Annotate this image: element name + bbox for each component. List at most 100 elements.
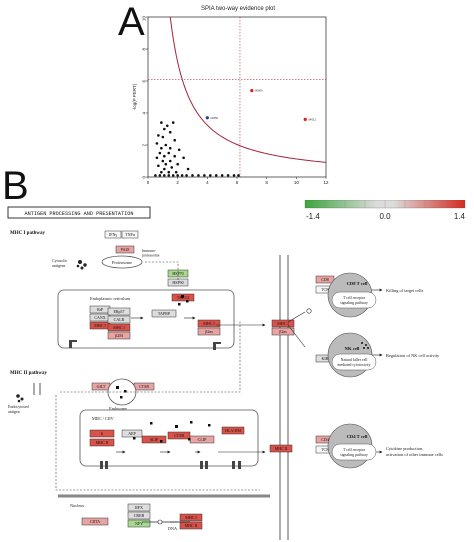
data-point [163,174,166,177]
tcr-cd8-box-label: TCR [321,287,329,292]
legend-min: -1.4 [306,212,320,221]
data-point [167,170,171,174]
hsp90-box: HSP90 [167,278,189,287]
mhc1-surface-box-label: MHC I [203,321,215,326]
erp57-box-label: ERp57 [113,309,124,314]
ctsb-miic-box: CTSB [167,431,191,440]
tnf-alpha-box: TNFα [121,230,139,239]
data-point [160,121,163,124]
panel-letter-b: B [2,164,29,208]
cd8-box-label: CD8 [321,277,329,282]
data-point [161,159,165,163]
hla-dm-box: HLA-DM [221,426,245,435]
cytokine-line1: Cytokine production, [386,446,423,452]
miic-label: MIIC / CIIV [92,416,115,421]
bip-box: BiP [89,305,111,314]
data-point [155,142,159,145]
data-point [168,130,172,134]
tcr-cd4-box-label: TCR [321,447,329,452]
hla-dm-box-label: HLA-DM [225,428,241,433]
mhc2-gene-box: MHC II [179,521,203,530]
data-point [197,174,200,177]
y-tick-label: 8 [142,48,147,51]
tapbp-box-label: TAPBP [158,311,171,316]
gilt-box: GILT [91,382,111,391]
b2m-membrane-box: β2m [271,327,295,336]
cd4-cell-label: CD4 T cell [347,434,368,439]
er-compartment [57,289,235,349]
x-tick-label: 12 [323,180,329,185]
pathway-title-box [7,206,151,219]
gilt-box-label: GILT [97,384,106,389]
x-tick-label: 4 [206,180,209,185]
mhc1-surface-box: MHC I [197,319,221,328]
creb-box-label: CREB [134,513,145,518]
immunoproteasome-label: Immuno-proteasome [142,249,160,258]
endosome [107,378,137,406]
cd4-t-cell [327,423,377,469]
b2m-membrane-box-label: β2m [279,329,287,334]
mhc1-gene-box: MHC I [179,513,203,522]
cytokine-line2: activation of other immune cells [386,452,443,457]
data-point [160,146,163,150]
data-point [226,174,230,177]
endosome-label: Endosome [109,406,127,411]
data-point [237,174,240,177]
panel-letter-a: A [118,0,145,44]
x-tick-label: 10 [294,180,300,185]
data-point [157,134,160,137]
b2m-surface-box: β2m [197,327,221,336]
point-label: 04612 [308,117,316,121]
cytosolic-antigen-icon [76,260,87,270]
hsp90-box-label: HSP90 [172,280,183,285]
b2m-surface-box-label: β2m [205,329,213,334]
data-point [176,174,179,177]
nfy-box: NFY [127,519,151,528]
nk-cell-label: NK cell [345,346,360,351]
data-point [168,159,172,163]
mhc1-plc-box: MHC I [107,323,131,332]
calr-box-label: CALR [114,317,125,322]
cytosolic-line1: Cytosolic [52,258,68,263]
cd8-tcr-signaling-line2: signaling pathway [340,301,368,305]
data-point [157,164,160,168]
slip-box-label: SLIP [150,437,159,442]
highlight-point [250,89,254,93]
mhc1-gene-box-label: MHC I [185,515,197,520]
rfx-box-label: RFX [135,505,143,510]
cd8-tcr-signaling-line1: T cell receptor [343,296,366,300]
cytosolic-line2: antigens [52,263,66,268]
data-point [191,174,194,177]
mhc2-miic-box: MHC II [89,438,115,447]
data-point [163,154,166,158]
nk-regulation-label: Regulation of NK cell activity [386,353,440,358]
erp57-box: ERp57 [107,307,131,316]
peptide-fragments [116,295,369,443]
data-point [220,174,224,177]
y-axis-label: -log(P PERT) [132,83,137,110]
nk-cytotoxicity-line2: mediated cytotoxicity [337,363,370,367]
data-point [161,135,165,139]
ifn-gamma-box-label: IFNγ [109,232,117,237]
point-label: 04650 [210,116,218,120]
data-point [163,127,166,131]
threshold-curve [169,16,327,163]
ifn-gamma-box: IFNγ [104,230,122,239]
x-tick-label: 8 [265,180,268,185]
data-point [164,162,168,166]
b2m-box-label: β2M [115,333,123,338]
data-point [209,174,212,177]
endocytosed-line1: Endocytosed [8,404,29,409]
legend-mid: 0.0 [379,212,391,221]
nk-cytotoxicity-line1: Natural killer cell [341,358,368,362]
data-point [160,170,163,174]
point-label: 00000 [255,89,263,93]
mhc1-plc-box-label: MHC I [113,325,125,330]
chart-title: SPIA two-way evidence plot [201,6,275,12]
data-point [164,143,168,147]
killing-label: Killing of target cells [386,288,424,293]
